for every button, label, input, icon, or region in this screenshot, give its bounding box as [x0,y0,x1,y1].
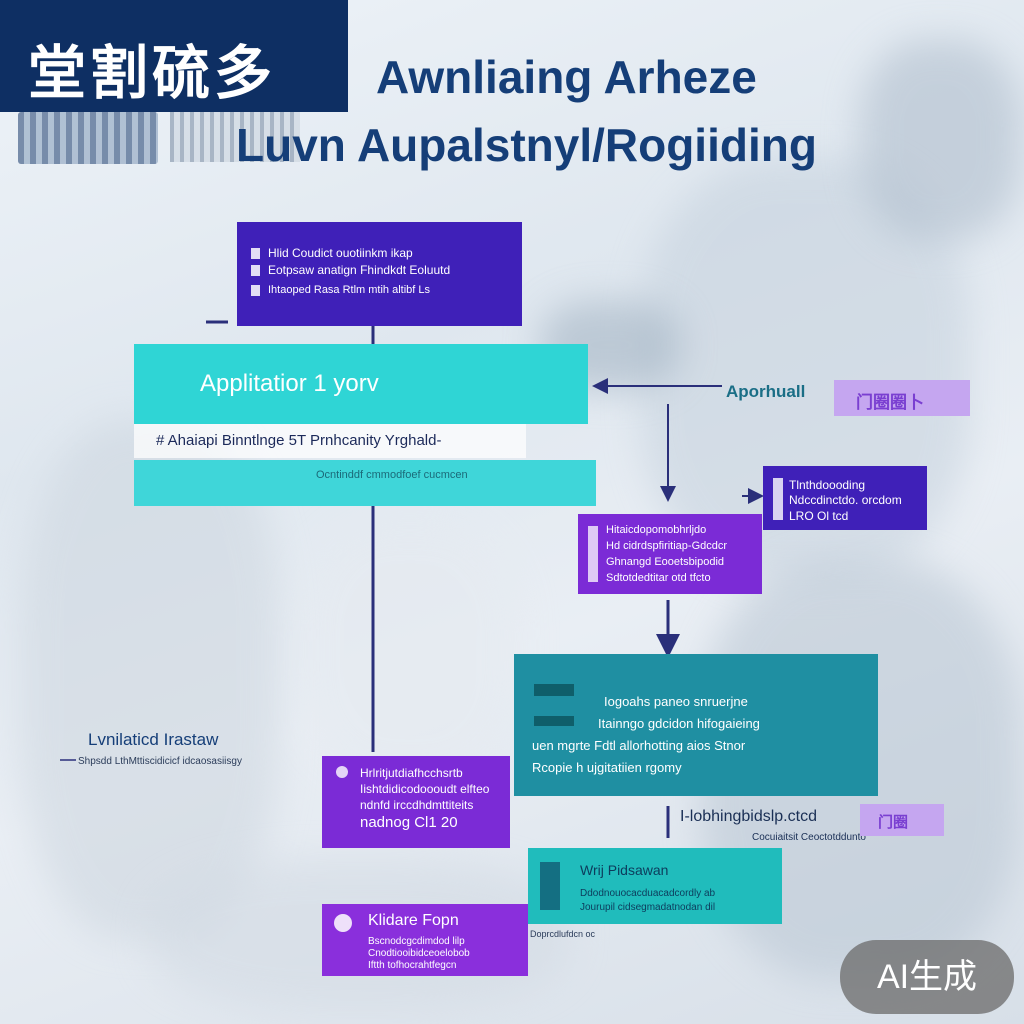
status-chip[interactable]: 门圈 [860,804,944,836]
flow-box-text: Eotpsaw anatign Fhindkdt Eoluutd [268,263,451,277]
flow-box-text: LRO Ol tcd [789,509,849,523]
gear-icon [336,766,348,778]
checklist-icon [588,526,598,582]
building-icon [540,862,560,910]
flow-box-text: Ghnangd Eooetsbipodid [606,556,725,568]
flow-box-final[interactable]: Klidare Fopn Bscnodcgcdimdod lilp Cnodti… [322,904,528,976]
flow-box-text: Tlnthdoooding [789,478,866,492]
flow-box-text: Bscnodcgcdimdod lilp [368,936,465,947]
flow-box-right[interactable]: Tlnthdoooding Ndccdinctdo. orcdom LRO Ol… [763,466,927,530]
status-label: I-lobhingbidslp.ctcd [680,808,817,825]
ai-generated-badge: AI生成 [840,940,1014,1014]
flow-box-title: Klidare Fopn [368,912,459,929]
bottom-caption: Doprcdlufdcn oc [530,929,596,939]
bookshelf-image [170,112,300,162]
flow-box-text: Iishtdidicodoooudt elfteo [360,782,490,796]
flow-box-large[interactable]: Iogoahs paneo snruerjne Itainngo gdcidon… [514,654,878,796]
server-icon [773,478,783,520]
status-chip-text: 门圈 [878,814,909,831]
flow-box-text: Iftth tofhocrahtfegcn [368,960,457,971]
flow-box-text: Hd cidrdspfiritiap-Gdcdcr [606,540,728,552]
reference-chip-text: 门圈圈卜 [856,393,924,412]
flow-box-text: ndnfd irccdhdmttiteits [360,798,474,812]
flow-box-text: Hrlritjutdiafhcchsrtb [360,766,463,780]
gear-icon [534,684,574,696]
flow-box-text: Itainngo gdcidon hifogaieing [598,716,760,731]
side-note-title: Lvnilaticd Irastaw [88,730,219,749]
flow-box-text: Ndccdinctdo. orcdom [789,493,902,507]
flow-box-text: Iogoahs paneo snruerjne [604,694,748,709]
document-icon [251,248,260,260]
main-process-subband [134,424,526,458]
page-subtitle: Luvn Aupalstnyl/Rogiiding [236,119,817,171]
flow-box-text: Ihtaoped Rasa Rtlm mtih altibf Ls [268,284,431,296]
title-badge-text: 堂割硫多 [28,41,277,106]
flow-box-text: Sdtotdedtitar otd tfcto [606,572,711,584]
reference-chip[interactable]: 门圈圈卜 [834,380,970,416]
side-note-text: Shpsdd LthMttiscidicicf idcaosasiisgy [78,756,242,767]
list-icon [534,716,574,726]
title-badge [0,0,348,112]
flow-box-text: Ddodnouocacduacadcordly ab [580,888,716,899]
page-title: Awnliaing Arheze [376,51,757,103]
flow-box-text: Hlid Coudict ouotiinkm ikap [268,246,413,260]
flow-box-text: Rcopie h ujgitatiien rgomy [532,760,682,775]
background-blob [860,40,1020,240]
flow-box-text: Hitaicdopomobhrljdo [606,524,707,536]
reference-label: Aporhuall [726,382,806,401]
flow-box-text: Cnodtiooibidceoelobob [368,948,470,959]
flow-box-lower[interactable]: Hrlritjutdiafhcchsrtb Iishtdidicodoooudt… [322,756,510,848]
flow-box-bottom[interactable]: Wrij Pidsawan Ddodnouocacduacadcordly ab… [528,848,782,924]
main-process-bar[interactable] [134,344,588,424]
user-icon [334,914,352,932]
main-process-label: Applitatior 1 yorv [200,370,379,397]
main-process-caption: Ocntinddf cmmodfoef cucmcen [316,469,468,481]
flow-box-text: nadnog Cl1 20 [360,814,458,831]
flow-box-title: Wrij Pidsawan [580,862,669,878]
background-blob [300,520,520,780]
flow-box-middle[interactable]: Hitaicdopomobhrljdo Hd cidrdspfiritiap-G… [578,514,762,594]
flow-box-top[interactable]: Hlid Coudict ouotiinkm ikap Eotpsaw anat… [237,222,522,326]
document-icon [251,284,260,296]
flow-box-text: Jourupil cidsegmadatnodan dil [580,902,716,913]
status-sublabel: Cocuiaitsit Ceoctotddunto [752,832,866,843]
background-blob [20,420,280,940]
document-icon [251,265,260,277]
main-process-footer[interactable] [134,460,596,506]
bookshelf-image [18,112,158,164]
main-process-sublabel: # Ahaiapi Binntlnge 5T Prnhcanity Yrghal… [156,432,442,449]
flow-box-text: uen mgrte Fdtl allorhotting aios Stnor [532,738,746,753]
